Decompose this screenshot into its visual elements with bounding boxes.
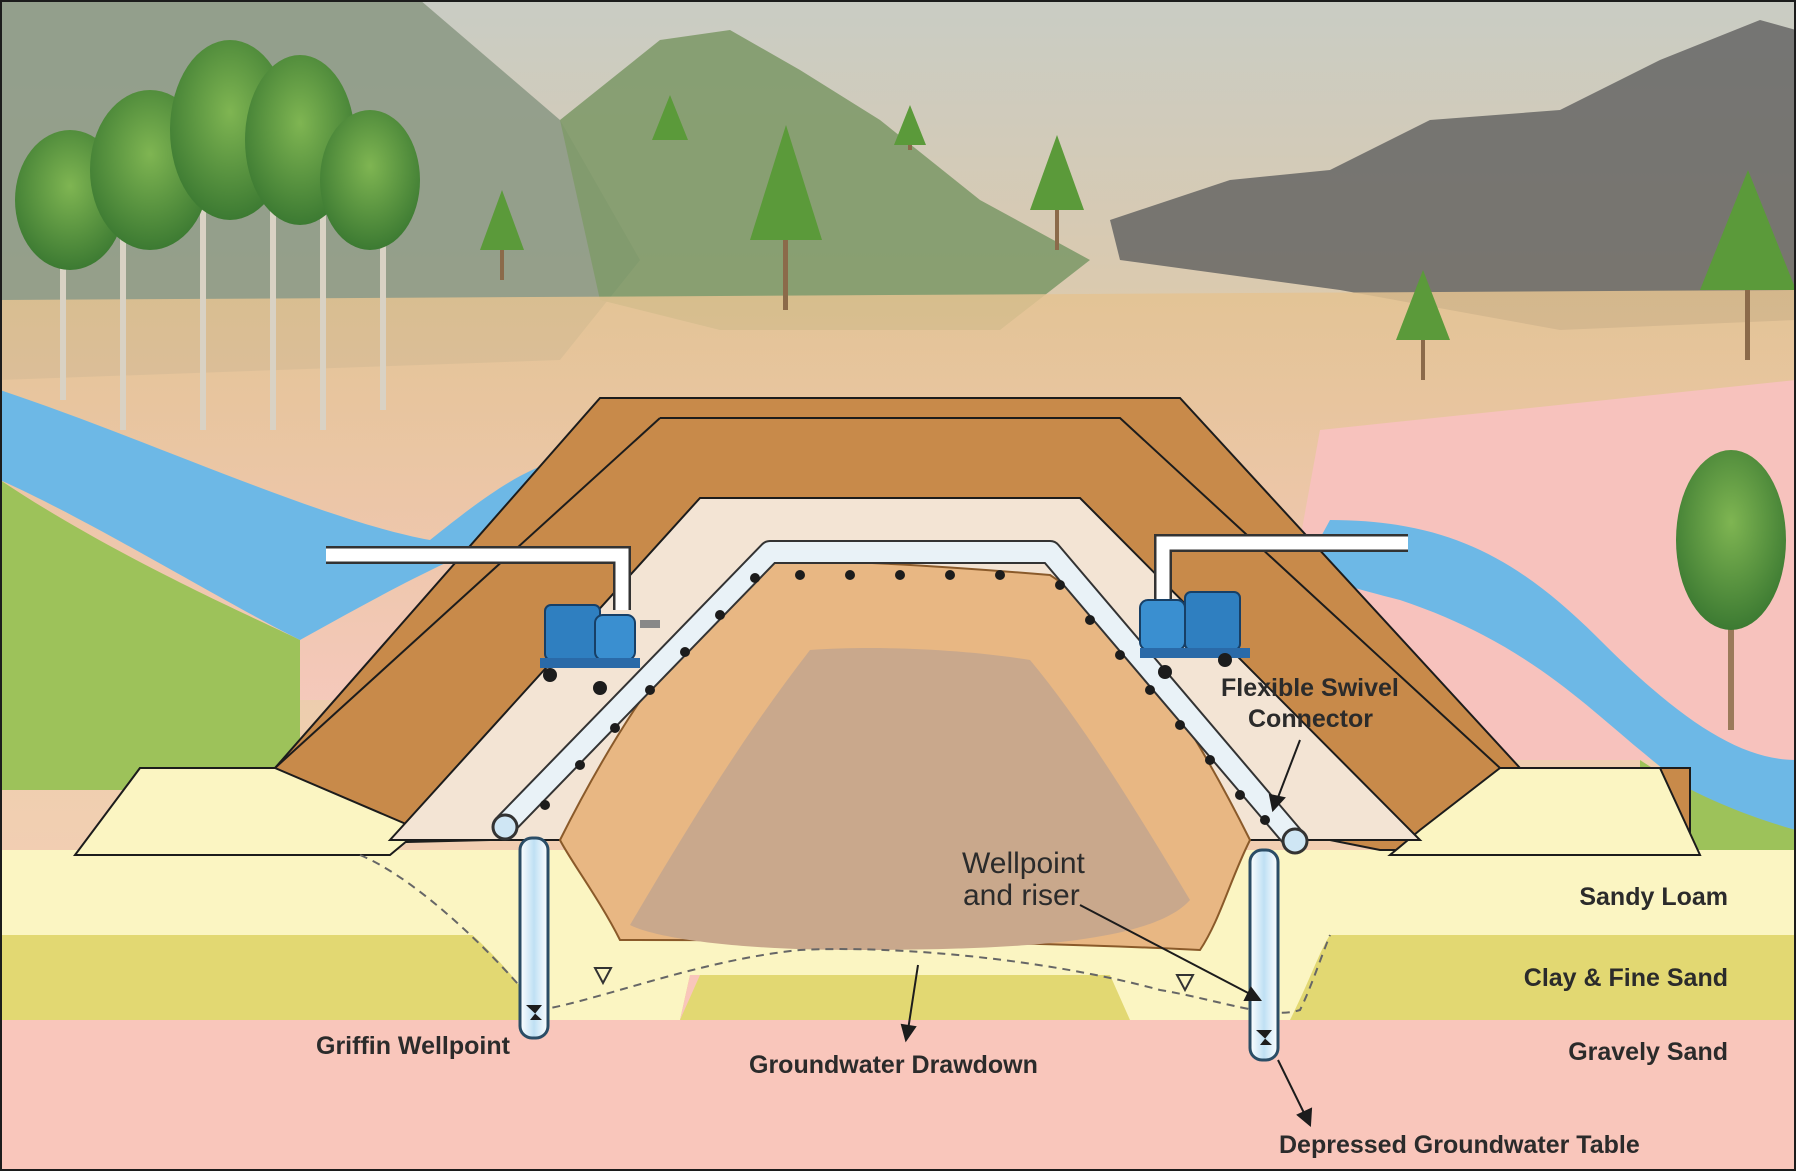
wellpoint-screen-icon — [1256, 1030, 1272, 1045]
excavation — [558, 558, 1252, 952]
label-wellpoint-riser-line1: Wellpoint — [962, 847, 1086, 880]
arrow-groundwater-drawdown — [907, 964, 919, 1031]
wellpoint-right — [1248, 848, 1280, 1062]
grass-left — [0, 480, 300, 790]
wellpoint-left — [518, 836, 550, 1040]
label-flexible-swivel-line2: Connector — [1248, 705, 1373, 733]
pipe-end-left — [491, 813, 519, 841]
pump-left — [540, 604, 660, 695]
water-table-marker — [1175, 974, 1195, 993]
excavation-floor — [630, 648, 1190, 950]
pine-tree — [1030, 135, 1084, 250]
river-left — [0, 390, 560, 640]
pine-tree — [1396, 270, 1450, 380]
labels: Flexible Swivel Connector Wellpoint and … — [316, 674, 1728, 1159]
groundwater-drawdown-line — [359, 854, 1331, 1014]
berm-inner-line — [274, 417, 661, 769]
water-table-marker — [593, 967, 613, 986]
right-mountain — [1110, 20, 1796, 330]
discharge-pipe-right — [1156, 536, 1408, 600]
label-clay-fine-sand: Clay & Fine Sand — [1524, 964, 1728, 992]
center-mountain — [560, 30, 1090, 330]
pine-tree — [480, 190, 524, 280]
label-groundwater-drawdown: Groundwater Drawdown — [749, 1051, 1038, 1079]
tree-cluster-left — [15, 40, 420, 430]
label-sandy-loam: Sandy Loam — [1579, 883, 1728, 911]
berm-inner-line — [660, 417, 1501, 769]
label-griffin-wellpoint: Griffin Wellpoint — [316, 1032, 511, 1060]
tall-tree-right — [1676, 450, 1786, 730]
leader-arrows — [900, 739, 1313, 1128]
pine-tree — [652, 95, 688, 140]
river-right — [1300, 520, 1796, 840]
trees — [15, 40, 1796, 730]
sandy-shoulder-right — [1387, 767, 1702, 856]
sandy-shoulder-left — [73, 767, 422, 856]
label-gravely-sand: Gravely Sand — [1568, 1038, 1728, 1066]
arrow-depressed-table — [1277, 1059, 1306, 1116]
discharge-pipes — [326, 534, 1408, 610]
header-pipe — [491, 540, 1309, 855]
pine-tree — [750, 125, 822, 310]
pine-tree — [1700, 170, 1796, 360]
arrow-flexible-swivel — [1276, 739, 1301, 801]
pump-right — [1139, 591, 1250, 679]
discharge-pipe-left — [326, 548, 629, 610]
arrow-wellpoint-riser — [1079, 904, 1253, 996]
pipe-end-right — [1281, 827, 1309, 855]
gravely-sand-layer — [0, 1020, 1796, 1171]
swivel-connectors — [540, 570, 1270, 825]
wellpoint-screen-icon — [526, 1005, 542, 1020]
label-wellpoint-riser-line2: and riser — [963, 879, 1080, 912]
label-depressed-groundwater-table: Depressed Groundwater Table — [1279, 1131, 1640, 1159]
pine-tree — [894, 105, 926, 150]
label-flexible-swivel-line1: Flexible Swivel — [1221, 674, 1399, 702]
